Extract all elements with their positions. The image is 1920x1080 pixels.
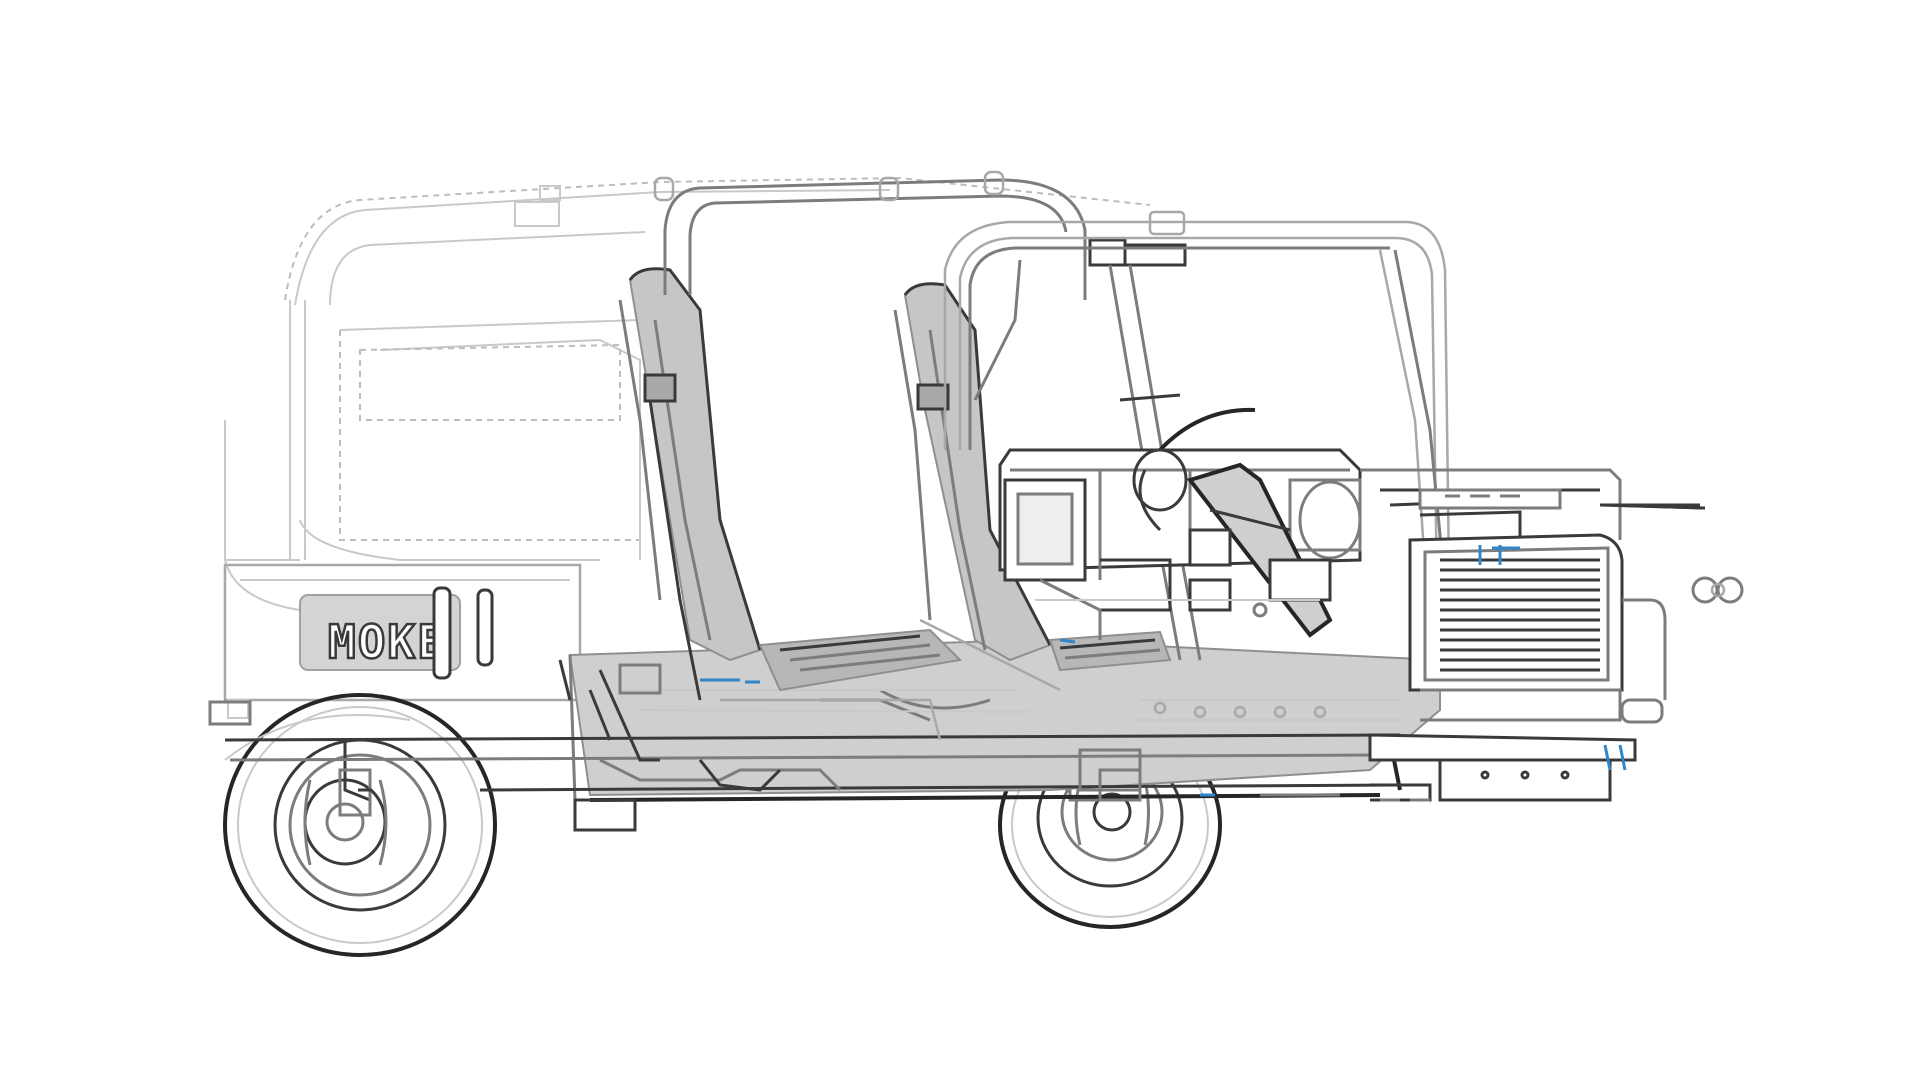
rear-wheel xyxy=(223,693,497,957)
roll-bar xyxy=(653,170,1202,661)
moke-badge-text: MOKE xyxy=(328,615,447,669)
blue-accents xyxy=(700,638,1215,797)
bonnet-and-grille xyxy=(1360,468,1703,724)
front-outboard-parts xyxy=(1599,503,1744,604)
rear-seat xyxy=(618,267,963,741)
front-bumper xyxy=(1260,733,1637,802)
badge-plate xyxy=(299,594,461,671)
dashboard xyxy=(998,407,1362,640)
rear-side-panel: MOKE xyxy=(208,563,582,726)
rear-canopy xyxy=(224,176,1151,611)
